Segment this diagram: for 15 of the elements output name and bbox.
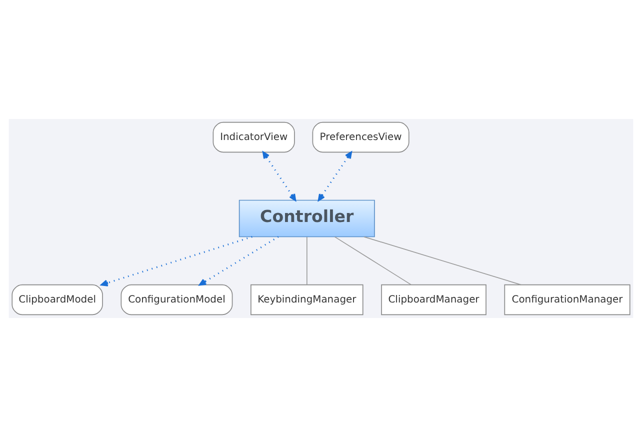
node-box: PreferencesView	[312, 121, 410, 152]
arrow	[198, 236, 279, 286]
node-box: IndicatorView	[212, 121, 295, 152]
node-box: ClipboardModel	[12, 284, 103, 315]
node-box: ConfigurationModel	[120, 284, 233, 315]
node-box: ConfigurationManager	[504, 284, 630, 315]
connector	[364, 236, 522, 285]
arrow	[262, 150, 296, 201]
node-box: ClipboardManager	[381, 284, 486, 315]
connector	[306, 236, 308, 285]
node-box: Controller	[238, 199, 375, 237]
connector	[334, 236, 412, 285]
arrow	[100, 236, 252, 286]
node-box: KeybindingManager	[250, 284, 364, 315]
arrow	[318, 150, 352, 201]
